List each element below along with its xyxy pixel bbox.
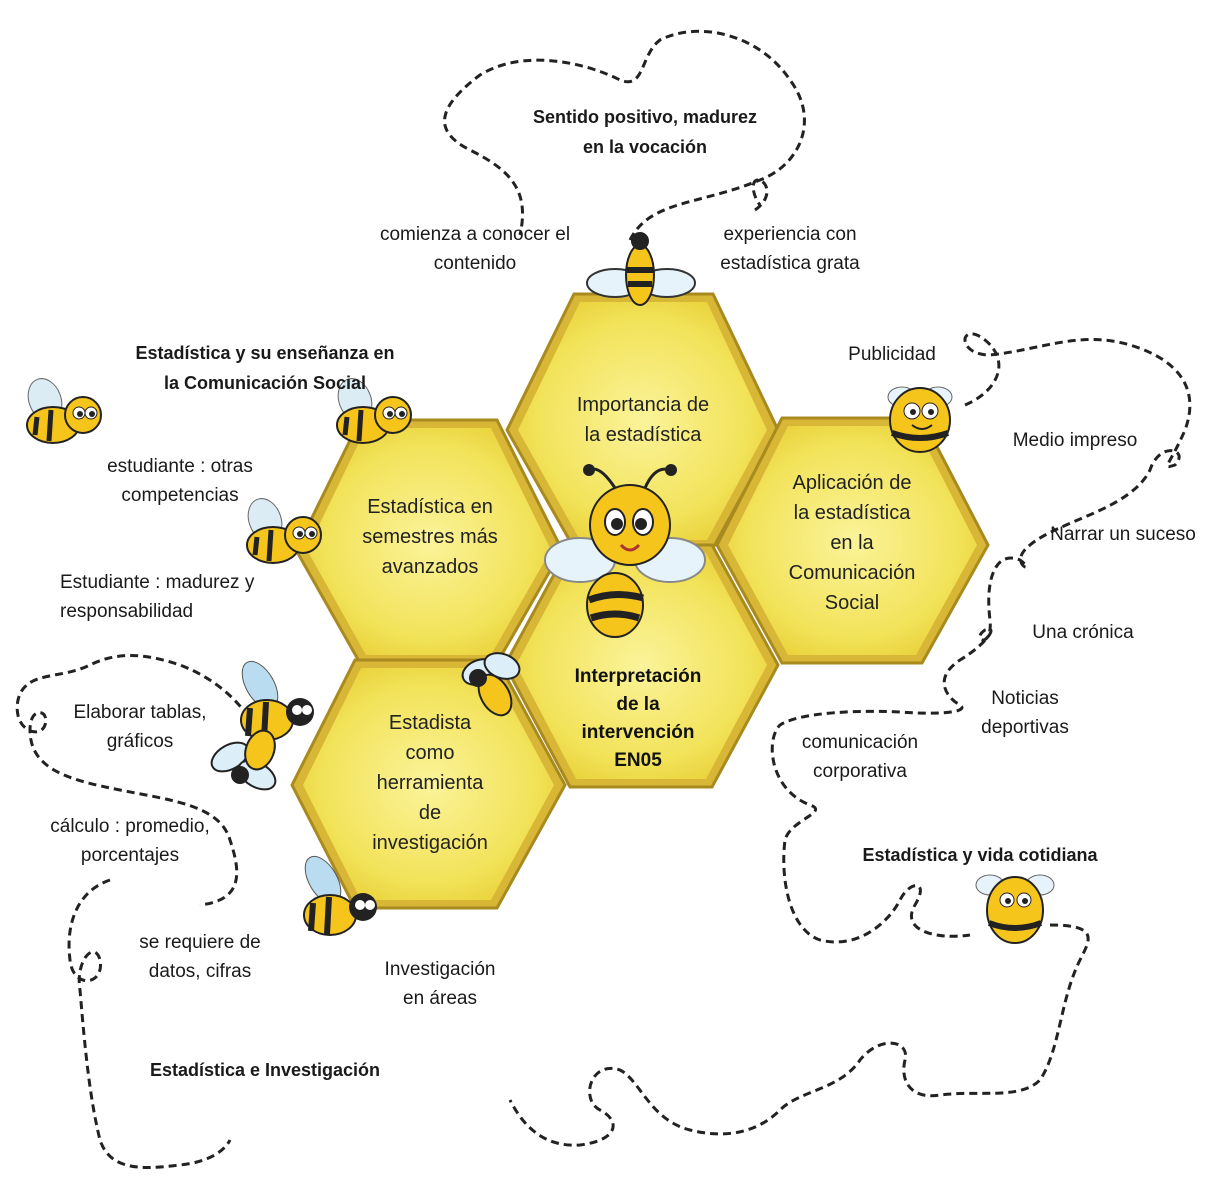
theme-top-line-2: en la vocación <box>582 137 708 157</box>
label-madurez-line-2: responsabilidad <box>60 601 194 622</box>
hex-lower-left-inner <box>303 668 554 900</box>
hex-label-right: Aplicación de la estadística en la Comun… <box>752 468 952 618</box>
theme-top-line-1: Sentido positivo, madurez <box>532 107 758 127</box>
label-comienza: comienza a conocer el contenido <box>345 220 605 278</box>
honeycomb <box>290 292 990 910</box>
hex-center-line-1: Interpretación <box>574 666 702 687</box>
label-experiencia: experiencia con estadística grata <box>690 220 890 278</box>
hex-right-line-5: Social <box>824 592 880 614</box>
hex-upper-left-inner <box>307 428 551 655</box>
theme-left: Estadística y su enseñanza en la Comunic… <box>95 338 435 398</box>
hex-right-inner <box>728 426 977 655</box>
label-madurez: Estudiante : madurez y responsabilidad <box>60 568 310 626</box>
label-experiencia-line-2: estadística grata <box>720 253 860 274</box>
theme-bottom-left: Estadística e Investigación <box>149 1060 381 1080</box>
theme-top: Sentido positivo, madurez en la vocación <box>480 102 810 162</box>
bee-areas-icon <box>461 652 521 717</box>
label-corporativa-line-1: comunicación <box>801 732 919 753</box>
hex-right-line-4: Comunicación <box>788 562 916 584</box>
label-datos-line-2: datos, cifras <box>148 961 252 982</box>
hex-top-inner <box>518 302 767 540</box>
hex-top-line-1: Importancia de <box>576 394 710 416</box>
bee-tablas-icon <box>240 660 314 741</box>
bee-left-3-icon <box>246 498 322 564</box>
label-noticias-line-1: Noticias <box>991 688 1059 709</box>
label-narrar: Narrar un suceso <box>1050 524 1196 545</box>
label-areas-line-2: en áreas <box>403 988 477 1009</box>
label-publicidad: Publicidad <box>848 344 936 365</box>
label-corporativa: comunicación corporativa <box>785 728 935 786</box>
hex-top-line-2: la estadística <box>584 424 702 446</box>
hex-right-line-3: en la <box>830 532 874 554</box>
flight-paths <box>15 29 1192 1169</box>
label-datos: se requiere de datos, cifras <box>110 928 290 986</box>
theme-left-line-1: Estadística y su enseñanza en <box>135 343 395 363</box>
bee-publicidad-icon <box>887 386 953 453</box>
hex-lower-left-line-1: Estadista <box>388 712 472 734</box>
label-calculo: cálculo : promedio, porcentajes <box>30 812 230 870</box>
label-noticias: Noticias deportivas <box>960 684 1090 742</box>
bee-bottom-icon <box>210 729 277 791</box>
label-otras-competencias-line-1: estudiante : otras <box>107 456 253 477</box>
label-otras-competencias-line-2: competencias <box>121 485 239 506</box>
hex-label-lower-left: Estadista como herramienta de investigac… <box>330 708 530 858</box>
label-comienza-line-1: comienza a conocer el <box>379 224 571 245</box>
path-bottom-right <box>508 923 1090 1147</box>
bee-left-2-icon <box>336 378 412 444</box>
hex-upper-left-line-2: semestres más <box>362 526 498 548</box>
label-tablas: Elaborar tablas, gráficos <box>40 698 240 756</box>
hex-label-top: Importancia de la estadística <box>543 390 743 450</box>
label-experiencia-line-1: experiencia con <box>723 224 857 245</box>
label-areas-line-1: Investigación <box>384 959 496 980</box>
label-tablas-line-1: Elaborar tablas, <box>73 702 207 723</box>
hex-lower-left-line-4: de <box>418 802 442 824</box>
hex-label-center: Interpretación de la intervención EN05 <box>538 663 738 775</box>
path-top-loop <box>751 178 769 212</box>
hex-label-upper-left: Estadística en semestres más avanzados <box>330 492 530 582</box>
theme-right: Estadística y vida cotidiana <box>862 845 1098 865</box>
path-top <box>443 29 806 241</box>
path-left-bottom <box>67 878 232 1169</box>
label-comienza-line-2: contenido <box>433 253 517 274</box>
label-madurez-line-1: Estudiante : madurez y <box>60 572 255 593</box>
label-calculo-line-2: porcentajes <box>80 845 180 866</box>
label-noticias-line-2: deportivas <box>981 717 1069 738</box>
hex-upper-left-line-3: avanzados <box>381 556 479 578</box>
hex-center-line-4: EN05 <box>614 750 662 771</box>
label-cronica: Una crónica <box>1032 622 1134 643</box>
hex-lower-left-line-3: herramienta <box>376 772 484 794</box>
label-otras-competencias: estudiante : otras competencias <box>70 452 290 510</box>
path-right <box>770 332 1192 944</box>
hex-center-line-2: de la <box>616 694 660 715</box>
bee-investigacion-icon <box>303 855 377 936</box>
label-datos-line-1: se requiere de <box>139 932 261 953</box>
hex-center-line-3: intervención <box>581 722 695 743</box>
path-left-top <box>15 654 262 907</box>
theme-left-line-2: la Comunicación Social <box>163 373 367 393</box>
bee-left-1-icon <box>26 378 102 444</box>
label-corporativa-line-2: corporativa <box>813 761 907 782</box>
hex-lower-left-line-2: como <box>405 742 455 764</box>
hex-upper-left-line-1: Estadística en <box>367 496 493 518</box>
hex-right-line-1: Aplicación de <box>792 472 912 494</box>
bee-top-icon <box>586 232 696 306</box>
bee-cotidiana-icon <box>975 874 1055 944</box>
label-medio-impreso: Medio impreso <box>1012 430 1138 451</box>
hex-right-line-2: la estadística <box>793 502 911 524</box>
hex-center-inner <box>516 553 767 779</box>
hex-lower-left-line-5: investigación <box>372 832 488 854</box>
label-areas: Investigación en áreas <box>360 955 520 1013</box>
bee-center-icon <box>544 464 706 638</box>
label-tablas-line-2: gráficos <box>106 731 174 752</box>
label-calculo-line-1: cálculo : promedio, <box>50 816 210 837</box>
